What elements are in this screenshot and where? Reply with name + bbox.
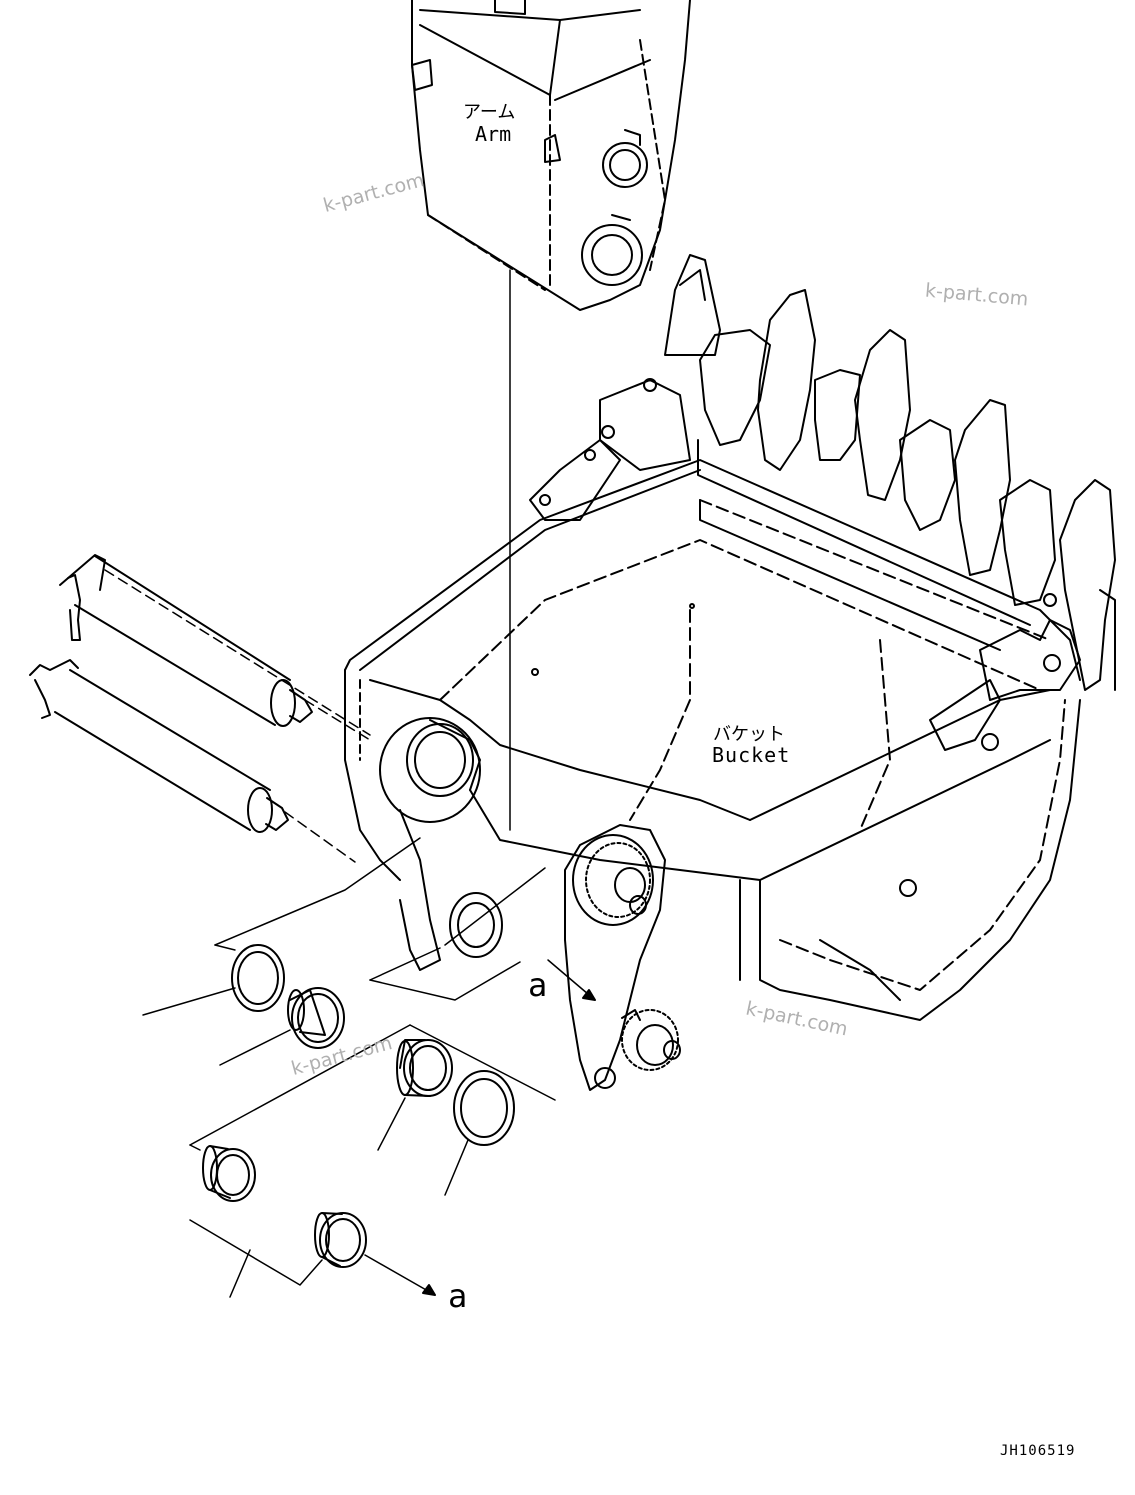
- arm-label-jp: アーム: [463, 102, 516, 123]
- reference-a-lower: a: [448, 1277, 468, 1315]
- bucket-label-jp: バケット: [713, 724, 785, 745]
- arm-drawing: [411, 0, 691, 311]
- bucket-drawing: [344, 439, 1081, 1021]
- bushings-seals: [142, 837, 596, 1298]
- arm-label-en: Arm: [475, 122, 512, 146]
- bucket-teeth: [529, 254, 1116, 751]
- bucket-label-en: Bucket: [712, 743, 791, 767]
- pins: [29, 554, 371, 863]
- bucket-arm-boss: [379, 717, 481, 971]
- bucket-link-boss: [564, 824, 681, 1091]
- reference-a-upper: a: [528, 966, 548, 1004]
- drawing-number: JH106519: [1000, 1443, 1076, 1459]
